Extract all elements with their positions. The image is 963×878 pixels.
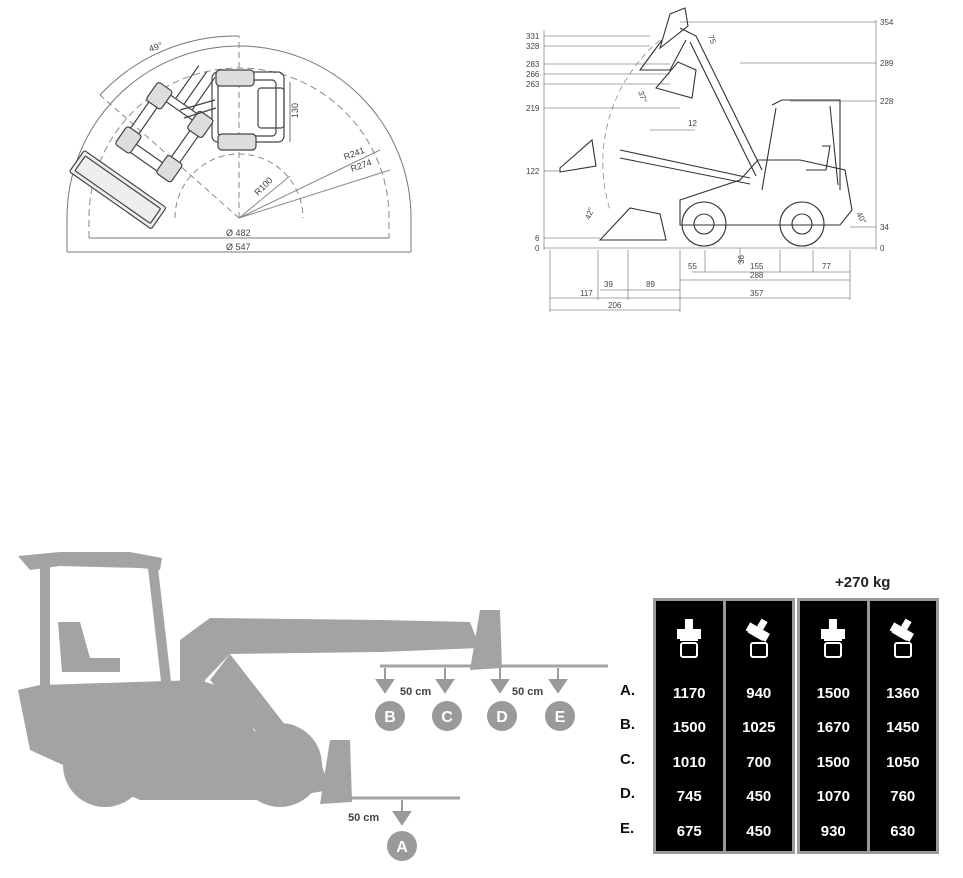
cell-d-1: 745 [676,788,702,806]
machine-articulated-icon [870,601,937,676]
machine-top-view-drawing [69,65,285,229]
fork-diagram: 50 cm 50 cm 50 cm B C D E A [0,540,620,873]
height-354-label: 354 [880,18,894,27]
cell-e-4: 630 [890,822,916,840]
dim-206-label: 206 [608,301,622,310]
height-263-label: 263 [526,80,540,89]
dim-77-label: 77 [822,262,831,271]
cell-a-2: 940 [746,684,772,702]
point-markers [375,701,575,861]
height-331-label: 331 [526,32,540,41]
height-0-right-label: 0 [880,244,885,253]
cell-e-3: 930 [820,822,846,840]
dim-12-label: 12 [688,119,697,128]
column-straight: 1170 1500 1010 745 675 [656,601,723,851]
row-label-d: D. [620,785,635,803]
top-view-svg: 49° R241 R274 R100 130 Ø 482 Ø 547 [66,35,412,253]
diameter-482-label: Ø 482 [226,228,251,238]
distance-de-label: 50 cm [512,686,543,698]
point-e-label: E [555,709,566,726]
cell-a-3: 1500 [816,684,850,702]
dim-39-label: 39 [604,280,613,289]
point-d-label: D [496,709,508,726]
point-c-label: C [441,709,453,726]
dim-36-label: 36 [737,255,746,264]
cell-c-2: 700 [746,753,772,771]
top-view-diagram: 49° R241 R274 R100 130 Ø 482 Ø 547 [0,0,430,290]
cell-c-1: 1010 [672,753,706,771]
height-219-label: 219 [526,104,540,113]
cell-c-4: 1050 [886,753,920,771]
row-label-c: C. [620,750,635,768]
height-289-label: 289 [880,59,894,68]
column-articulated: 940 1025 700 450 450 [725,601,793,851]
side-view-svg: 331 328 283 266 263 219 122 6 0 354 289 … [526,7,894,312]
cell-b-3: 1670 [816,719,850,737]
height-283-label: 283 [526,60,540,69]
dim-288-label: 288 [750,271,764,280]
point-d-marker [487,701,517,731]
angle-37-label: 37° [636,90,649,104]
angle-label: 49° [148,40,164,54]
cell-a-1: 1170 [672,684,706,702]
point-e-marker [545,701,575,731]
cell-e-1: 675 [676,822,702,840]
load-capacity-table: +270 kg A. B. C. D. E. 1170 1500 1010 74… [620,568,950,858]
cell-d-4: 760 [890,788,916,806]
machine-side-view-drawing [559,7,853,247]
fork-diagram-svg: 50 cm 50 cm 50 cm B C D E A [18,552,608,861]
distance-a-label: 50 cm [348,812,379,824]
height-122-label: 122 [526,167,540,176]
cell-d-2: 450 [746,788,772,806]
angle-40-label: 40° [854,211,868,226]
radius-274-label: R274 [349,157,373,174]
cell-e-2: 450 [746,822,772,840]
diameter-547-label: Ø 547 [226,242,251,252]
radius-100-label: R100 [252,175,274,197]
column-straight-extra: 1500 1670 1500 1070 930 [800,601,867,851]
dim-75-label: 75 [706,34,718,46]
machine-silhouette [18,552,502,807]
row-label-a: A. [620,681,635,699]
height-34-label: 34 [880,223,889,232]
cell-b-4: 1450 [886,719,920,737]
point-b-marker [375,701,405,731]
dim-117-label: 117 [580,289,593,298]
dim-89-label: 89 [646,280,655,289]
standard-group: 1170 1500 1010 745 675 940 1025 700 450 … [653,598,795,854]
column-articulated-extra: 1360 1450 1050 760 630 [869,601,937,851]
point-b-label: B [384,709,396,726]
cell-d-3: 1070 [816,788,850,806]
point-a-label: A [396,839,408,856]
width-130-label: 130 [290,103,300,118]
height-228-label: 228 [880,97,894,106]
dim-357-label: 357 [750,289,764,298]
distance-bc-label: 50 cm [400,686,431,698]
cell-c-3: 1500 [816,753,850,771]
row-label-e: E. [620,819,635,837]
row-labels: A. B. C. D. E. [620,673,648,846]
cell-b-2: 1025 [742,719,776,737]
height-266-label: 266 [526,70,540,79]
point-a-marker [387,831,417,861]
cell-a-4: 1360 [886,684,920,702]
dim-55-label: 55 [688,262,697,271]
cell-b-1: 1500 [672,719,706,737]
side-view-diagram: 331 328 283 266 263 219 122 6 0 354 289 … [500,0,963,330]
extra-weight-label: +270 kg [835,574,891,591]
row-label-b: B. [620,716,635,734]
extra-weight-group: 1500 1670 1500 1070 930 1360 1450 1050 7… [797,598,939,854]
height-6-label: 6 [535,234,540,243]
dim-155-label: 155 [750,262,764,271]
height-0-left-label: 0 [535,244,540,253]
angle-42-label: 42° [583,206,596,220]
machine-straight-icon [656,601,723,676]
point-c-marker [432,701,462,731]
height-328-label: 328 [526,42,540,51]
machine-straight-icon [800,601,867,676]
machine-articulated-icon [726,601,793,676]
